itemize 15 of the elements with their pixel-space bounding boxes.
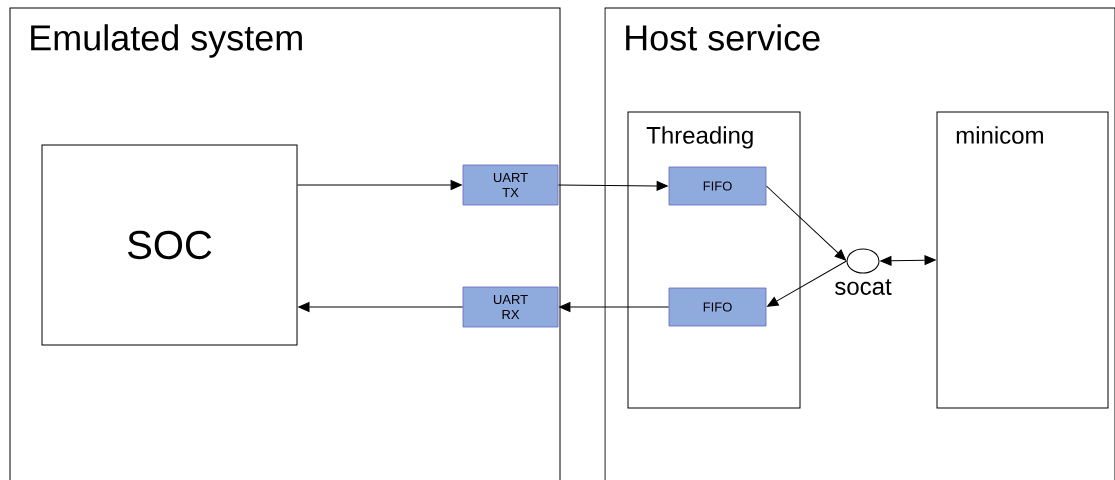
arrow bbox=[765, 185, 847, 261]
fifo-box: FIFO bbox=[668, 166, 767, 206]
arrow bbox=[880, 255, 936, 266]
arrow bbox=[557, 181, 668, 191]
socat-ellipse bbox=[846, 248, 880, 274]
fifo-box: FIFO bbox=[668, 287, 767, 327]
arrow bbox=[298, 302, 464, 312]
soc-box: SOC bbox=[41, 144, 298, 346]
uart-box: UART TX bbox=[462, 164, 559, 206]
arrow bbox=[559, 302, 670, 312]
arrow bbox=[297, 180, 462, 190]
process-box: minicom bbox=[936, 111, 1109, 409]
node-caption: socat bbox=[835, 279, 892, 295]
arrow bbox=[767, 260, 847, 307]
uart-box: UART RX bbox=[462, 286, 559, 328]
